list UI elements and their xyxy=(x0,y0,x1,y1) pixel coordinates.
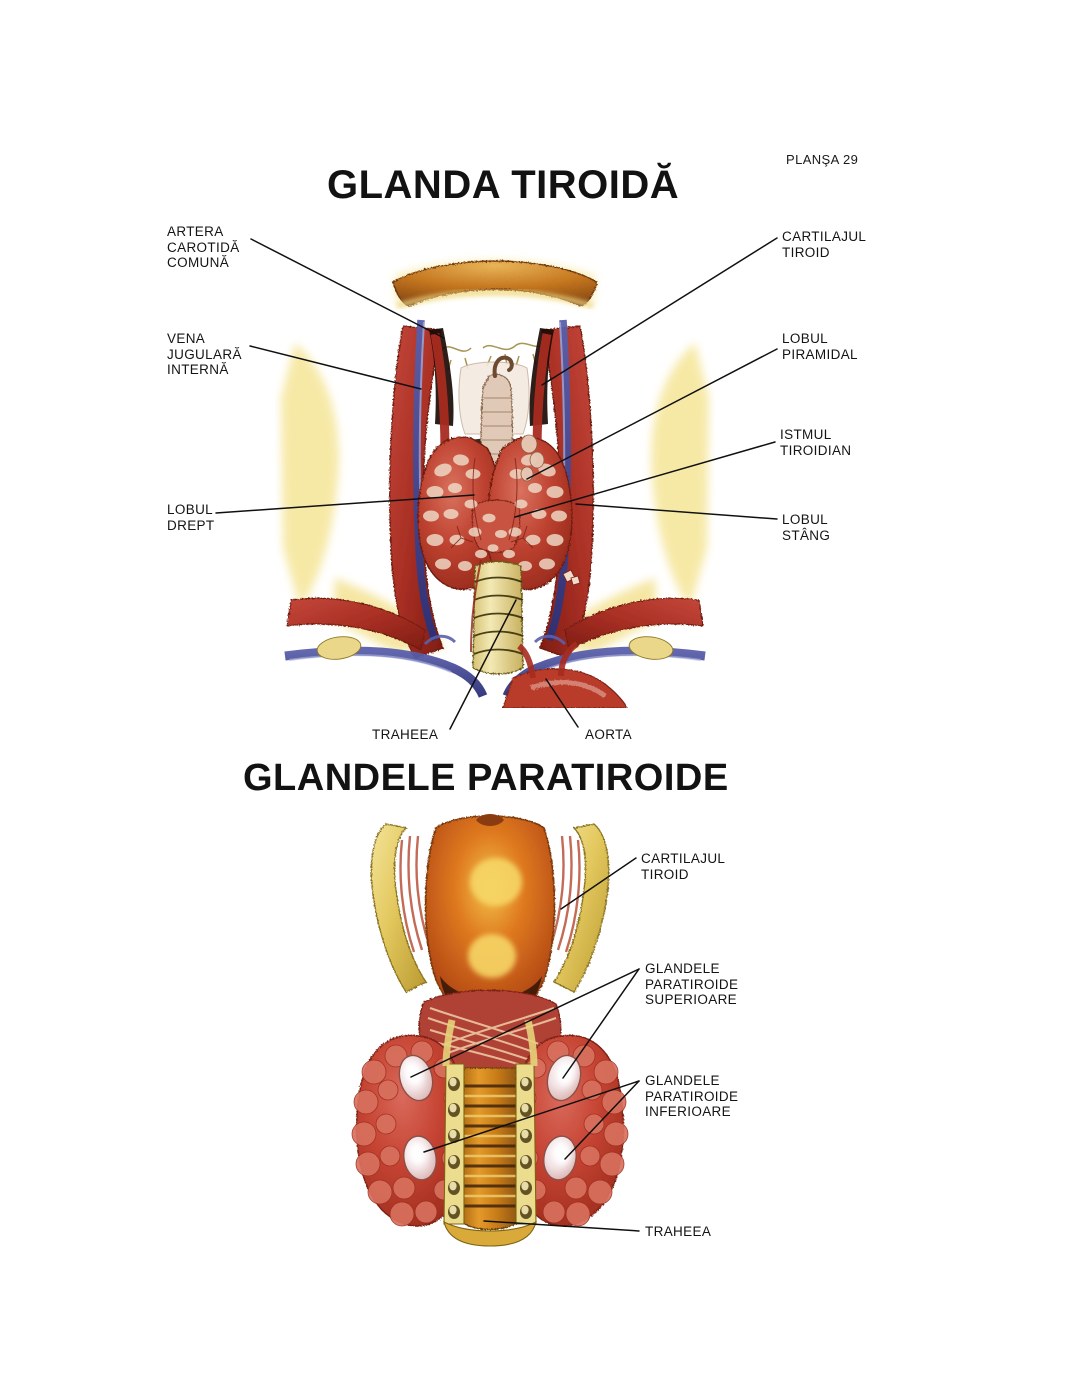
label-istmul-tiroidian: ISTMUL TIROIDIAN xyxy=(780,427,852,458)
label-artera-carotida-comuna: ARTERA CAROTIDĂ COMUNĂ xyxy=(167,224,240,270)
label-lobul-stang: LOBUL STÂNG xyxy=(782,512,831,543)
figure-title-parathyroid: GLANDELE PARATIROIDE xyxy=(243,757,729,799)
label-lobul-piramidal: LOBUL PIRAMIDAL xyxy=(782,331,858,362)
label-vena-jugulara-interna: VENA JUGULARĂ INTERNĂ xyxy=(167,331,242,377)
label-glandele-paratiroide-superioare: GLANDELE PARATIROIDE SUPERIOARE xyxy=(645,961,739,1007)
label-aorta: AORTA xyxy=(585,727,633,742)
illustration-parathyroid-glands xyxy=(351,814,629,1247)
label-traheea-2: TRAHEEA xyxy=(645,1224,712,1239)
label-lobul-drept: LOBUL DREPT xyxy=(167,502,215,533)
label-traheea: TRAHEEA xyxy=(372,727,439,742)
label-glandele-paratiroide-inferioare: GLANDELE PARATIROIDE INFERIOARE xyxy=(645,1073,739,1119)
label-cartilajul-tiroid-2: CARTILAJUL TIROID xyxy=(641,851,726,882)
label-cartilajul-tiroid: CARTILAJUL TIROID xyxy=(782,229,867,260)
illustration-thyroid-gland xyxy=(281,260,709,708)
plate-number: PLANŞA 29 xyxy=(786,152,859,167)
figure-title-thyroid: GLANDA TIROIDĂ xyxy=(327,163,680,207)
